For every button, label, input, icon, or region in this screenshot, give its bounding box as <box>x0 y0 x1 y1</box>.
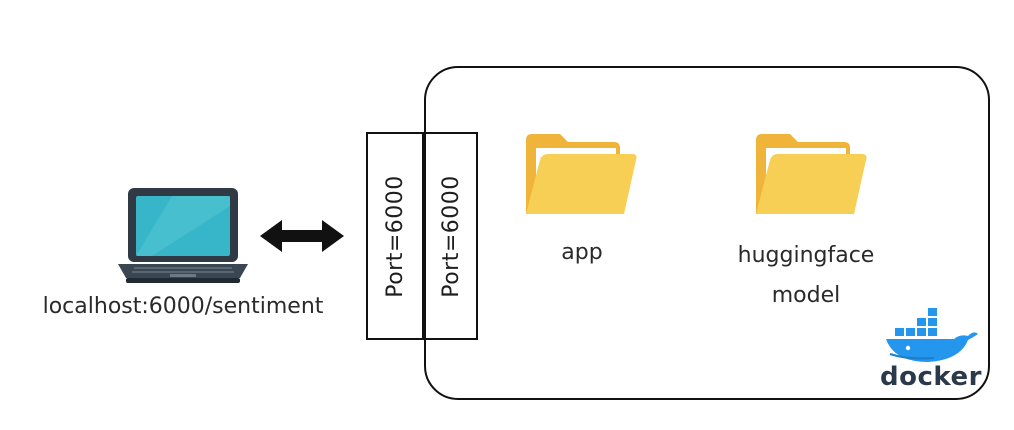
docker-brand-label: docker <box>880 362 982 392</box>
container-port-box <box>422 132 478 340</box>
app-folder-label: app <box>561 240 603 265</box>
folder-icon <box>756 134 867 214</box>
host-port-area: Port=6000 <box>366 132 424 340</box>
container-port-area: Port=6000 <box>424 132 478 340</box>
container-port-label: Port=6000 <box>438 174 464 298</box>
docker-container-box <box>424 66 990 400</box>
folder-icon <box>526 134 637 214</box>
laptop-icon <box>118 188 248 283</box>
client-address-label: localhost:6000/sentiment <box>42 294 324 319</box>
host-port-label: Port=6000 <box>382 174 408 298</box>
docker-whale-icon <box>886 308 978 362</box>
double-arrow-icon <box>260 220 344 252</box>
model-folder-label: huggingface model <box>737 243 875 308</box>
